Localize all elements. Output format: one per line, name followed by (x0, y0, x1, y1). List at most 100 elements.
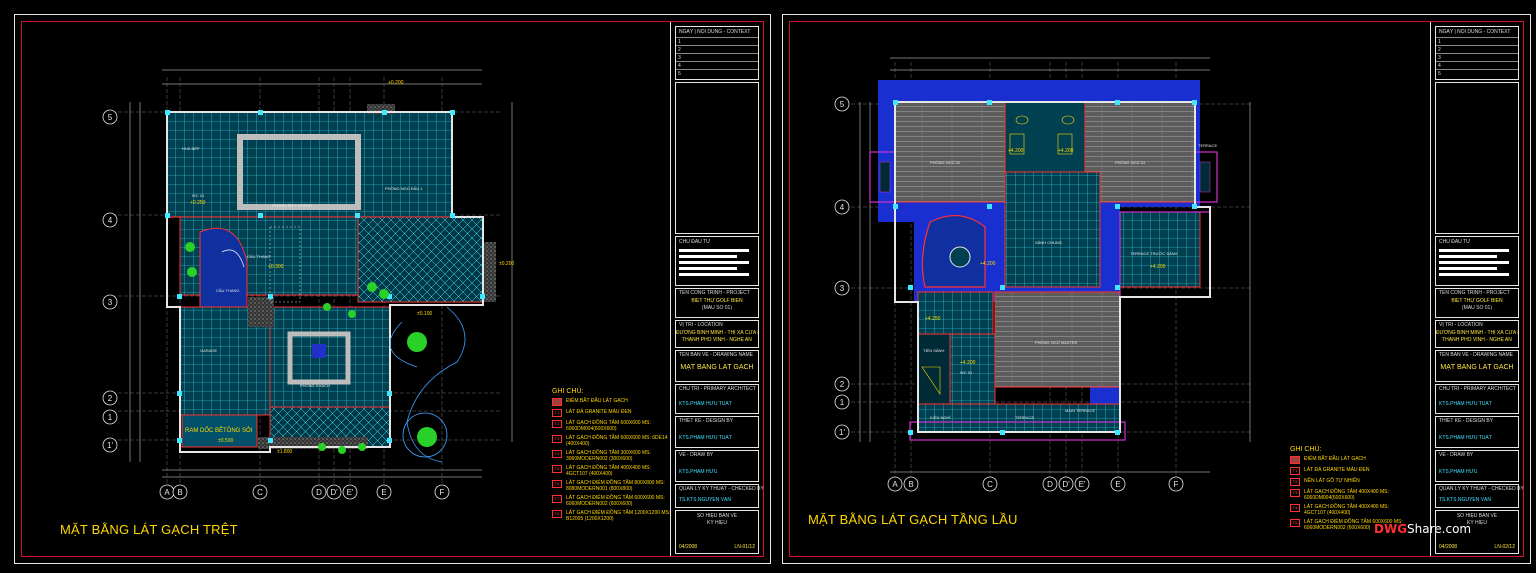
revision-row: 2 (1436, 45, 1518, 54)
room-label: GARAGE (200, 348, 217, 353)
legend-text: LÁT ĐÁ GRANITE MÀU ĐEN (566, 409, 632, 415)
grid-col-e: E (381, 488, 386, 497)
grid-col-f: F (1174, 480, 1179, 489)
level-tag: +4.200 (960, 360, 976, 366)
tb-project-label: TÊN CÔNG TRÌNH - PROJECT (679, 290, 750, 296)
tb-architect-name: KTS.PHẠM HỮU TUẤT (679, 401, 732, 407)
level-tag: ±0.500 (218, 438, 233, 444)
legend-text: LÁT GẠCH ĐIỂM ĐỒNG TÂM 800X800 MS: 8080M… (566, 480, 665, 492)
grid-col-a: A (164, 488, 170, 497)
legend-swatch: T5 (1290, 478, 1300, 486)
grid-row-1p: 1' (107, 441, 113, 450)
tb-code: LN-02/12 (1494, 544, 1515, 550)
grid-col-ep: E' (1079, 480, 1086, 489)
grid-row-5: 5 (108, 113, 113, 122)
legend-title: GHI CHÚ: (1290, 446, 1322, 453)
title-block-cell (675, 82, 759, 234)
room-label: PHÒNG KHÁCH (300, 383, 330, 388)
revision-number: 2 (1438, 47, 1441, 53)
title-block-cell (1435, 82, 1519, 234)
legend-swatch: T1 (1290, 467, 1300, 475)
room-label: PHÒNG NGỦ 03 (1115, 160, 1146, 165)
tb-location-name: ĐƯỜNG BÌNH MINH - THỊ XÃ CỬA LÒ (1436, 330, 1518, 336)
tb-location-name: ĐƯỜNG BÌNH MINH - THỊ XÃ CỬA LÒ (676, 330, 758, 336)
tb-code: LN-01/12 (734, 544, 755, 550)
plan-title: MẶT BẰNG LÁT GẠCH TẦNG LẦU (808, 512, 1018, 527)
grid-col-e: E (1115, 480, 1120, 489)
legend-text: LÁT GẠCH ĐỒNG TÂM 400X400 MS: 4GCT107 (4… (1304, 504, 1389, 516)
redacted-text (679, 273, 749, 276)
tb-design-name: KTS.PHẠM HỮU TUẤT (679, 435, 732, 441)
tb-draw-name: KTS.PHẠM HỮU (1439, 469, 1478, 475)
level-tag: +4.200 (1008, 148, 1024, 154)
legend-swatch: T4 (552, 450, 562, 458)
legend-text: NỀN LÁT GỖ TỰ NHIÊN (1304, 478, 1360, 484)
legend-swatch: T7 (552, 495, 562, 503)
legend-text: ĐIỂM BẮT ĐẦU LÁT GẠCH (1304, 456, 1366, 462)
legend-item: ĐIỂM BẮT ĐẦU LÁT GẠCH (1290, 456, 1410, 464)
legend-swatch: T5 (552, 465, 562, 473)
legend-text: ĐIỂM BẮT ĐẦU LÁT GẠCH (566, 398, 628, 404)
grid-col-f: F (440, 488, 445, 497)
sheet-upper-floor: 5 4 3 2 1 1' A B C D D' E' E F PHÒNG NGỦ… (782, 14, 1531, 564)
room-label: TIỀN SẢNH (923, 348, 944, 353)
revision-number: 1 (1438, 39, 1441, 45)
redacted-text (679, 261, 749, 264)
tb-date: 04/2008 (679, 544, 698, 550)
sheet-inner-border: 5 4 3 2 1 1' A B C D D' E' E F NH (21, 21, 764, 557)
tb-drawing-name: MẶT BẰNG LÁT GẠCH (680, 364, 754, 371)
grid-col-dp: D' (1062, 480, 1070, 489)
legend-text: LÁT GẠCH ĐỒNG TÂM 600X600 MS: 6060DM004(… (566, 420, 651, 432)
tb-design-name: KTS.PHẠM HỮU TUẤT (1439, 435, 1492, 441)
tb-project-label: TÊN CÔNG TRÌNH - PROJECT (1439, 290, 1510, 296)
tb-sheet-no-sub: KÝ HIỆU (706, 520, 727, 526)
tb-drawing-label: TÊN BẢN VẼ - DRAWING NAME (679, 352, 753, 358)
tb-project-name: BIỆT THỰ GOLF BIỂN (691, 298, 743, 304)
room-label: TERRACE TRƯỚC SẢNH (1130, 251, 1178, 256)
room-label: PHÒNG NGỦ MASTER (1035, 340, 1078, 345)
title-block-cell: CHỦ ĐẦU TƯ (675, 236, 759, 286)
revision-number: 1 (678, 39, 681, 45)
room-label: KIẾN NGHỈ (930, 415, 950, 420)
ramp-label: RAM DỐC BÊTÔNG SỎI (185, 426, 253, 434)
grid-col-b: B (908, 480, 913, 489)
revision-number: 5 (1438, 71, 1441, 77)
plan-title: MẶT BẰNG LÁT GẠCH TRỆT (60, 522, 238, 537)
legend-swatch: T2 (552, 420, 562, 428)
legend-swatch (552, 398, 562, 406)
grid-col-dp: D' (330, 488, 338, 497)
legend-swatch: T8 (552, 510, 562, 518)
level-tag: ±1.800 (277, 449, 292, 455)
tb-check-label: QUẢN LÝ KỸ THUẬT - CHECKED BY (1439, 486, 1524, 492)
tb-check-label: QUẢN LÝ KỸ THUẬT - CHECKED BY (679, 486, 764, 492)
title-block-cell: VỊ TRÍ - LOCATION ĐƯỜNG BÌNH MINH - THỊ X… (1435, 320, 1519, 348)
redacted-text (679, 249, 749, 252)
grid-col-a: A (892, 480, 898, 489)
room-label: PHÒNG NGỦ 02 (930, 160, 961, 165)
tb-location-label: VỊ TRÍ - LOCATION (1439, 322, 1483, 328)
level-tag: +4.200 (980, 261, 996, 267)
grid-row-1: 1 (108, 413, 113, 422)
grid-row-1: 1 (840, 398, 845, 407)
level-tag: ±0.100 (417, 311, 432, 317)
revision-row: 5 (676, 69, 758, 78)
watermark: DWGShare.com (1374, 522, 1471, 536)
legend-text: LÁT GẠCH ĐIỂM ĐỒNG TÂM 600X600 MS: 6060M… (1304, 519, 1403, 531)
